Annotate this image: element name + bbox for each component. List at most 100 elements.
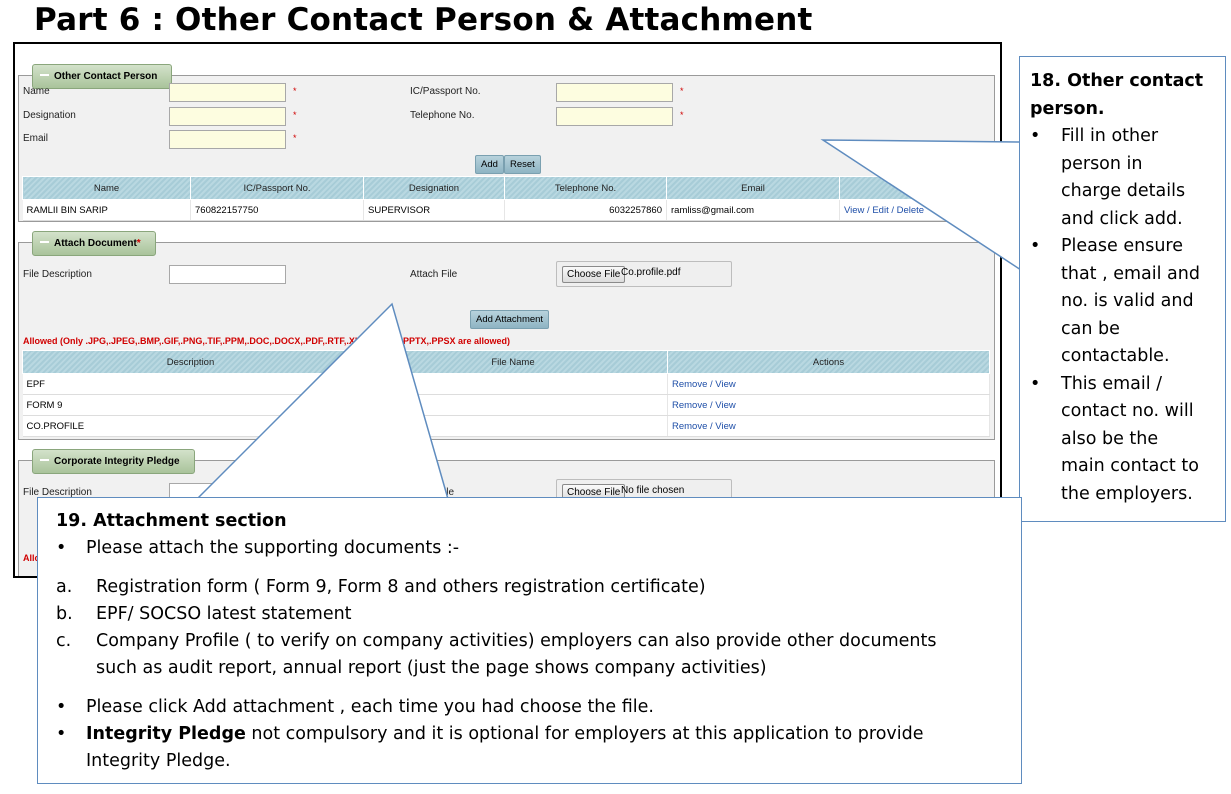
- attach-document-legend-text: Attach Document: [54, 238, 137, 249]
- list-line: person in: [1061, 153, 1143, 174]
- callout-19-pointer: [195, 302, 449, 500]
- bullet: •: [1030, 236, 1041, 256]
- cell-email: ramliss@gmail.com: [666, 199, 840, 221]
- add-attachment-button[interactable]: Add Attachment: [470, 310, 550, 329]
- list-line: no. is valid and: [1061, 291, 1194, 311]
- list-line: Fill in other: [1061, 126, 1159, 146]
- cell-name: RAMLII BIN SARIP: [22, 199, 191, 221]
- callout-19: 19. Attachment section • Please attach t…: [37, 497, 1022, 784]
- cell-ic: 760822157750: [190, 199, 364, 221]
- list-item: a. Registration form ( Form 9, Form 8 an…: [56, 574, 1007, 601]
- callout-18-title-line: person.: [1030, 98, 1105, 119]
- cell-file-name: [358, 415, 668, 437]
- list-item: c. Company Profile ( to verify on compan…: [56, 628, 1007, 682]
- list-line: that , email and: [1061, 263, 1200, 284]
- chosen-file-name: No file chosen: [621, 485, 685, 496]
- table-row: EPF Remove / View: [22, 373, 990, 395]
- allowed-types-note: Allowed (Only .JPG,.JPEG,.BMP,.GIF,.PNG,…: [23, 336, 395, 346]
- file-description-label: File Description: [23, 487, 92, 498]
- column-header: IC/Passport No.: [190, 176, 364, 200]
- list-line: the employers.: [1061, 483, 1193, 504]
- item-marker: a.: [56, 577, 73, 597]
- reset-button[interactable]: Reset: [504, 155, 541, 174]
- list-line: EPF/ SOCSO latest statement: [96, 604, 352, 624]
- attach-document-legend[interactable]: Attach Document*: [32, 231, 156, 256]
- list-line: contactable.: [1061, 346, 1170, 366]
- attachment-table: Description File Name Actions EPF Remove…: [22, 350, 990, 437]
- file-description-label: File Description: [23, 269, 92, 280]
- table-row: FORM 9 Remove / View: [22, 394, 990, 416]
- callout-18-title-line: 18. Other contact: [1030, 71, 1204, 91]
- list-line: such as audit report, annual report (jus…: [96, 658, 767, 678]
- note-text: not compulsory and it is optional for em…: [245, 724, 924, 744]
- cell-file-name: [358, 373, 668, 395]
- column-header: Email: [666, 176, 840, 200]
- bullet: •: [56, 724, 67, 744]
- add-button[interactable]: Add: [475, 155, 504, 174]
- table-row: CO.PROFILE Remove / View: [22, 415, 990, 437]
- list-line: contact no. will: [1061, 401, 1194, 421]
- telephone-label: Telephone No.: [410, 110, 475, 121]
- cell-designation: SUPERVISOR: [363, 199, 505, 221]
- column-header: Name: [22, 176, 191, 200]
- other-contact-legend[interactable]: Other Contact Person: [32, 64, 173, 89]
- required-mark: *: [680, 86, 684, 96]
- cell-file-name: [358, 394, 668, 416]
- column-header: File Name: [358, 350, 668, 374]
- integrity-pledge-bold: Integrity Pledge: [86, 724, 246, 744]
- bullet: •: [1030, 126, 1041, 146]
- name-input[interactable]: [169, 83, 286, 102]
- cell-description: EPF: [22, 373, 359, 395]
- bullet: •: [56, 697, 67, 717]
- remove-view-links[interactable]: Remove / View: [667, 415, 990, 437]
- telephone-input[interactable]: [556, 107, 673, 126]
- ic-input[interactable]: [556, 83, 673, 102]
- integrity-pledge-legend-text: Corporate Integrity Pledge: [54, 456, 180, 467]
- integrity-pledge-legend[interactable]: Corporate Integrity Pledge: [32, 449, 195, 474]
- item-marker: c.: [56, 631, 72, 651]
- table-row: RAMLII BIN SARIP 760822157750 SUPERVISOR…: [22, 199, 990, 221]
- collapse-icon: [40, 241, 49, 244]
- attach-file-label: Attach File: [410, 269, 458, 280]
- name-label: Name: [23, 86, 50, 97]
- remove-view-links[interactable]: Remove / View: [667, 394, 990, 416]
- other-contact-legend-text: Other Contact Person: [54, 71, 158, 82]
- allowed-types-note: Allo: [23, 553, 40, 563]
- column-header: Actions: [667, 350, 990, 374]
- designation-input[interactable]: [169, 107, 286, 126]
- list-item: • Please click Add attachment , each tim…: [56, 694, 1007, 721]
- choose-file-button[interactable]: Choose File: [562, 266, 626, 283]
- list-item: • Fill in other person in charge details…: [1030, 123, 1219, 233]
- callout-18-title: 18. Other contact person.: [1030, 68, 1219, 123]
- bullet: •: [1030, 373, 1041, 394]
- email-input[interactable]: [169, 130, 286, 149]
- list-line: This email /: [1061, 373, 1163, 394]
- allowed-types-note-end: PPTX,.PPSX are allowed): [403, 336, 511, 346]
- bullet: •: [56, 538, 67, 558]
- callout-18-list: • Fill in other person in charge details…: [1030, 123, 1219, 508]
- remove-view-links[interactable]: Remove / View: [667, 373, 990, 395]
- list-item: b. EPF/ SOCSO latest statement: [56, 601, 1007, 628]
- attach-file-label: ile: [444, 487, 455, 498]
- note-text: Please click Add attachment , each time …: [86, 697, 654, 717]
- file-picker[interactable]: Choose File Co.profile.pdf: [556, 261, 732, 287]
- list-line: main contact to: [1061, 456, 1199, 476]
- list-item: • Integrity Pledge not compulsory and it…: [56, 721, 1007, 775]
- designation-label: Designation: [23, 110, 76, 121]
- intro-text: Please attach the supporting documents :…: [86, 538, 460, 558]
- list-line: also be the: [1061, 428, 1159, 449]
- chosen-file-name: Co.profile.pdf: [621, 267, 681, 278]
- cell-description: FORM 9: [22, 394, 359, 416]
- table-header-row: Description File Name Actions: [22, 350, 990, 374]
- list-item: • Please ensure that , email and no. is …: [1030, 233, 1219, 371]
- callout-19-title: 19. Attachment section: [56, 511, 287, 531]
- item-marker: b.: [56, 604, 73, 624]
- ic-label: IC/Passport No.: [410, 86, 481, 97]
- list-line: Please ensure: [1061, 236, 1183, 256]
- callout-18: 18. Other contact person. • Fill in othe…: [1019, 56, 1226, 522]
- list-line: can be: [1061, 318, 1120, 339]
- list-line: Integrity Pledge not compulsory and it i…: [86, 721, 1007, 748]
- attach-document-section: Attach Document* File Description Attach…: [18, 231, 995, 440]
- file-description-input[interactable]: [169, 265, 286, 284]
